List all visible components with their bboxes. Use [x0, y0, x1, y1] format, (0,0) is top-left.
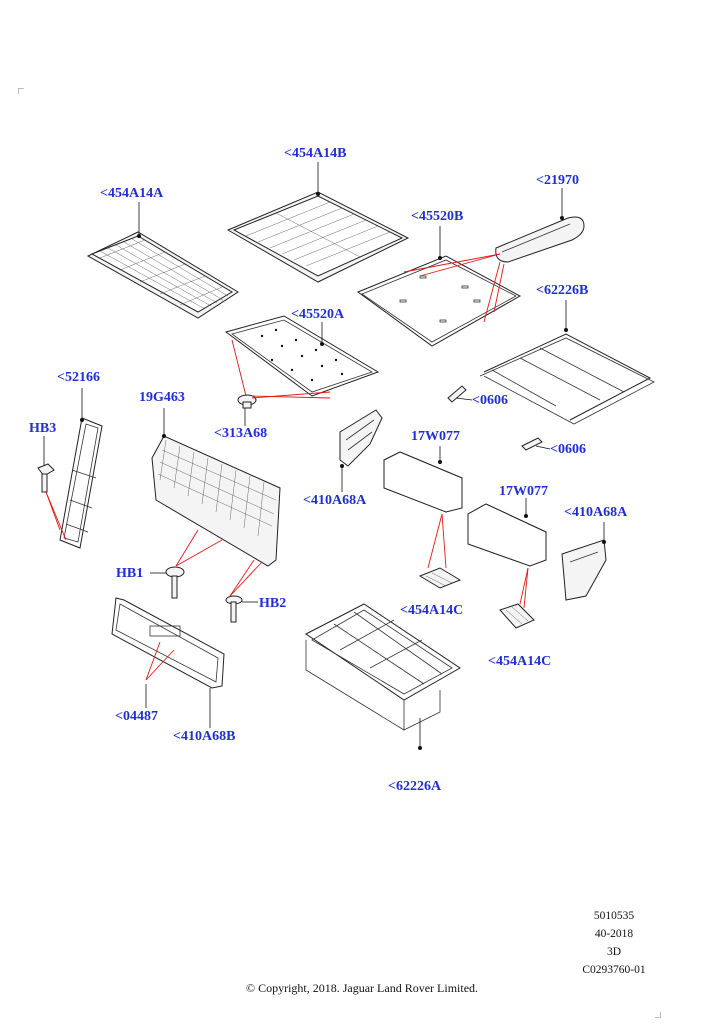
- callout-454a14a[interactable]: <454A14A: [100, 186, 164, 201]
- part-floor-mat-454a14b: [226, 162, 410, 283]
- callout-45520b[interactable]: <45520B: [411, 209, 464, 224]
- part-frame-62226a: [305, 603, 461, 750]
- callout-45520a[interactable]: <45520A: [291, 307, 345, 322]
- part-trim-410a68a-left: [339, 409, 383, 492]
- meta-line-3: 3D: [606, 946, 622, 958]
- callout-04487[interactable]: <04487: [115, 709, 158, 724]
- part-floor-mat-454a14a: [86, 202, 239, 319]
- part-fastener-0606-b: [521, 437, 551, 451]
- part-trim-410a68a-right: [561, 522, 607, 601]
- callout-52166[interactable]: <52166: [57, 370, 100, 385]
- callout-454a14b[interactable]: <454A14B: [284, 146, 347, 161]
- callout-hb3[interactable]: HB3: [29, 421, 57, 436]
- part-bolt-hb1: [150, 566, 185, 599]
- drawing-metadata: 5010535 40-2018 3D C0293760-01: [559, 907, 669, 979]
- part-frame-62226b: [479, 300, 655, 425]
- part-bolt-hb2: [225, 595, 258, 623]
- meta-line-4: C0293760-01: [582, 964, 646, 976]
- callout-17w077-a[interactable]: 17W077: [411, 429, 460, 444]
- part-bolt-hb3: [37, 436, 67, 541]
- callout-21970[interactable]: <21970: [536, 173, 579, 188]
- callout-454a14c-a[interactable]: <454A14C: [400, 603, 464, 618]
- callout-454a14c-b[interactable]: <454A14C: [488, 654, 552, 669]
- part-panel-410a68b: [111, 597, 225, 728]
- callout-313a68[interactable]: <313A68: [214, 426, 268, 441]
- part-box-17w077-a: [383, 446, 463, 569]
- callout-hb1[interactable]: HB1: [116, 566, 144, 581]
- meta-line-1: 5010535: [593, 910, 635, 922]
- callout-0606-a[interactable]: <0606: [472, 393, 508, 408]
- callout-19g463[interactable]: 19G463: [139, 390, 185, 405]
- part-fastener-0606-a: [447, 385, 473, 403]
- callout-410a68b[interactable]: <410A68B: [173, 729, 236, 744]
- callout-410a68a-left[interactable]: <410A68A: [303, 493, 367, 508]
- callout-62226b[interactable]: <62226B: [536, 283, 589, 298]
- part-ladder-52166: [59, 388, 103, 549]
- callout-62226a[interactable]: <62226A: [388, 779, 442, 794]
- callout-410a68a-right[interactable]: <410A68A: [564, 505, 628, 520]
- callout-0606-b[interactable]: <0606: [550, 442, 586, 457]
- callout-hb2[interactable]: HB2: [259, 596, 287, 611]
- copyright-notice: © Copyright, 2018. Jaguar Land Rover Lim…: [245, 981, 479, 995]
- part-trim-21970: [495, 188, 585, 263]
- part-partition-19g463: [151, 408, 281, 597]
- callout-17w077-b[interactable]: 17W077: [499, 484, 548, 499]
- crop-mark-top-left: [18, 88, 24, 94]
- part-floor-panel-45520b: [356, 226, 522, 347]
- part-box-17w077-b: [467, 498, 547, 609]
- part-clip-313a68: [231, 339, 331, 426]
- crop-mark-bottom-right: [655, 1012, 661, 1018]
- part-mat-454a14c-a: [418, 567, 462, 589]
- meta-line-2: 40-2018: [594, 928, 634, 940]
- part-panel-45520a: [224, 315, 380, 397]
- part-mat-454a14c-b: [499, 603, 535, 629]
